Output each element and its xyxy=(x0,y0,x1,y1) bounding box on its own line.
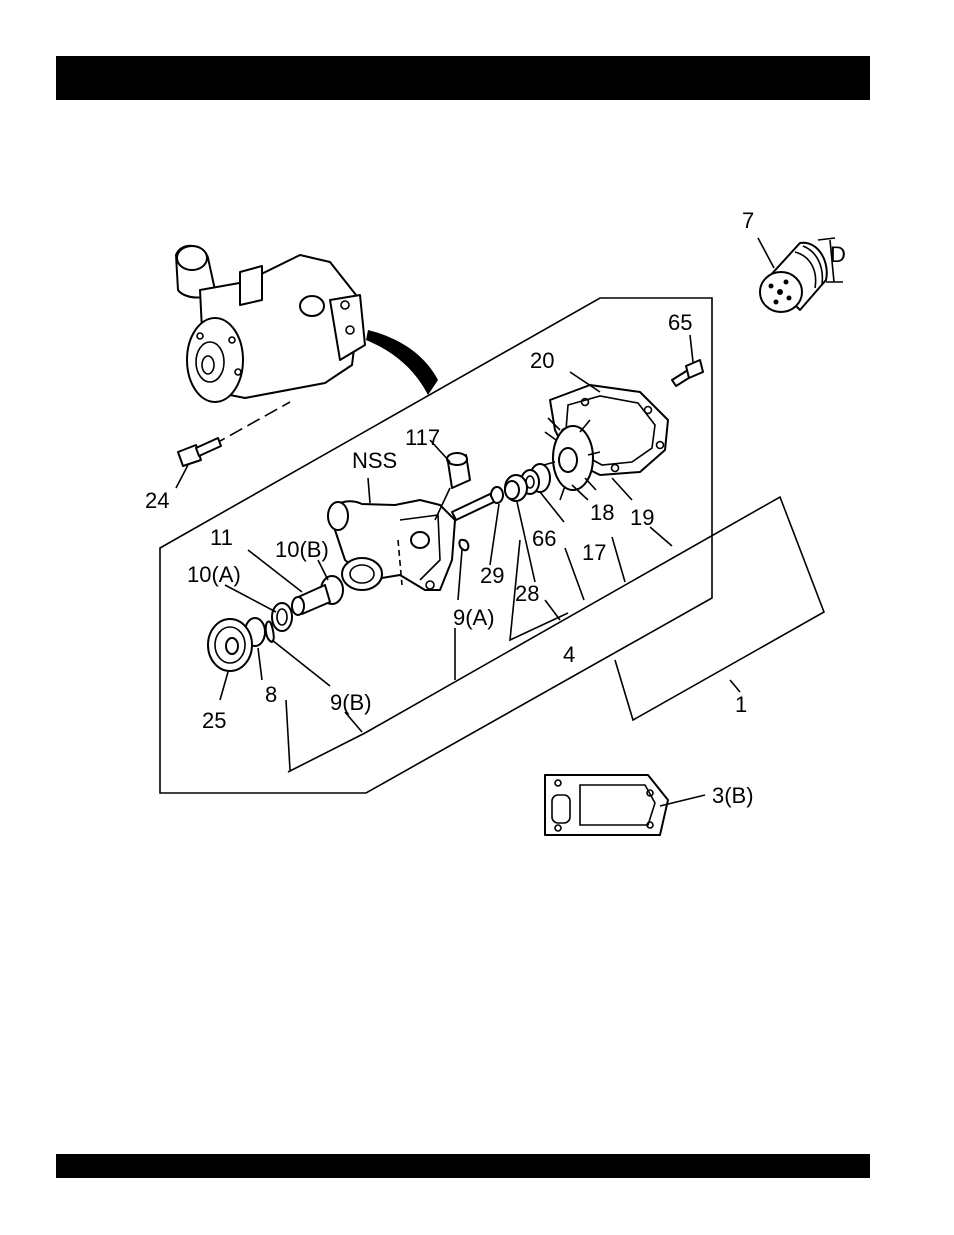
callout-65: 65 xyxy=(668,310,692,335)
callout-10a: 10(A) xyxy=(187,562,241,587)
callout-3b: 3(B) xyxy=(712,783,754,808)
callout-1: 1 xyxy=(735,692,747,717)
callout-9a: 9(A) xyxy=(453,605,495,630)
snap-ring-9b xyxy=(266,622,274,642)
callout-8: 8 xyxy=(265,682,277,707)
bolt-65 xyxy=(672,360,703,386)
complete-pump-illustration xyxy=(176,246,365,402)
kit-leader-a xyxy=(288,733,365,772)
bearing-28 xyxy=(505,475,527,501)
callout-29: 29 xyxy=(480,563,504,588)
callout-17: 17 xyxy=(582,540,606,565)
callout-66: 66 xyxy=(532,526,556,551)
gasket-3b xyxy=(545,775,668,835)
hub-25 xyxy=(208,619,252,671)
bolt-24 xyxy=(178,438,221,466)
callout-nss: NSS xyxy=(352,448,397,473)
callout-11: 11 xyxy=(210,525,233,550)
callout-7: 7 xyxy=(742,208,754,233)
callout-10b: 10(B) xyxy=(275,537,329,562)
callout-28: 28 xyxy=(515,581,539,606)
callout-25: 25 xyxy=(202,708,226,733)
callout-18: 18 xyxy=(590,500,614,525)
bearing-10a xyxy=(272,603,292,631)
callout-19: 19 xyxy=(630,505,654,530)
callout-117: 117 xyxy=(405,425,440,450)
pump-pulley-7 xyxy=(760,243,827,312)
callout-20: 20 xyxy=(530,348,554,373)
direction-arrow xyxy=(366,330,438,395)
callout-24: 24 xyxy=(145,488,169,513)
shaft xyxy=(452,494,494,520)
pump-housing xyxy=(328,500,455,590)
snap-ring-9a xyxy=(459,540,468,550)
callout-d: D xyxy=(830,242,846,267)
callout-4: 4 xyxy=(563,642,575,667)
plug-117 xyxy=(447,453,470,488)
callout-9b: 9(B) xyxy=(330,690,372,715)
